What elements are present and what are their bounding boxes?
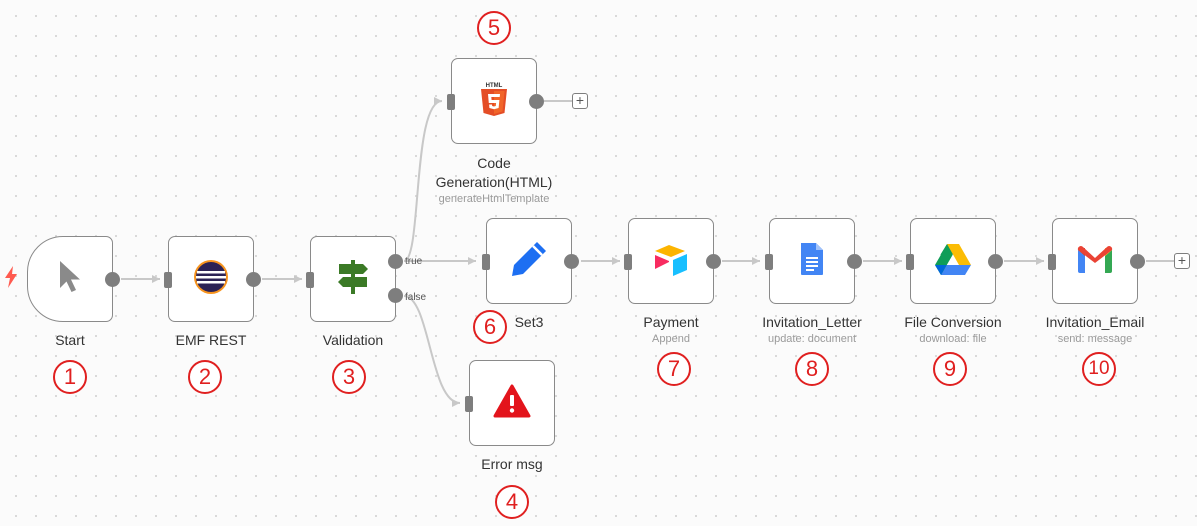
node-label-error-msg: Error msg (481, 456, 543, 472)
gmail-icon (1076, 244, 1114, 279)
node-label-invitation-letter: Invitation_Letter (762, 314, 862, 330)
input-port[interactable] (1048, 254, 1056, 270)
input-port[interactable] (164, 272, 172, 288)
output-port[interactable] (988, 254, 1003, 269)
step-badge-5: 5 (477, 11, 511, 45)
node-subtitle-code: generateHtmlTemplate (438, 193, 550, 205)
signpost-icon (335, 258, 371, 301)
output-port[interactable] (706, 254, 721, 269)
airtable-icon (652, 242, 690, 281)
node-label-code-line2: Generation(HTML) (435, 174, 553, 190)
node-label-validation: Validation (322, 332, 384, 348)
arrowhead (612, 257, 620, 265)
arrowhead (294, 275, 302, 283)
node-subtitle-payment: Append (652, 333, 690, 345)
input-port[interactable] (306, 272, 314, 288)
trigger-bolt-icon (5, 266, 17, 288)
node-code-generation[interactable]: HTML (447, 58, 544, 144)
node-label-invitation-email: Invitation_Email (1045, 314, 1145, 330)
output-port[interactable] (1130, 254, 1145, 269)
node-label-payment: Payment (643, 314, 699, 330)
output-port[interactable] (529, 94, 544, 109)
google-docs-icon (799, 242, 825, 281)
arrowhead (434, 97, 442, 105)
step-badge-1: 1 (53, 360, 87, 394)
input-port[interactable] (447, 94, 455, 110)
step-badge-4: 4 (495, 485, 529, 519)
wire-validation-error (403, 295, 461, 404)
step-badge-8: 8 (795, 352, 829, 386)
add-node-button[interactable]: + (572, 93, 588, 109)
node-subtitle-invitation-email: send: message (1057, 333, 1133, 345)
step-badge-7: 7 (657, 352, 691, 386)
step-badge-9: 9 (933, 352, 967, 386)
input-port[interactable] (465, 396, 473, 412)
node-invitation-email[interactable] (1048, 218, 1145, 304)
svg-text:HTML: HTML (486, 83, 503, 89)
node-subtitle-invitation-letter: update: document (767, 333, 857, 345)
arrowhead (152, 275, 160, 283)
eclipse-icon (192, 258, 230, 301)
pen-icon (509, 239, 549, 284)
node-set3[interactable] (482, 218, 579, 304)
step-badge-6: 6 (473, 310, 507, 344)
node-invitation-letter[interactable] (765, 218, 862, 304)
warning-icon (493, 384, 531, 423)
html5-icon: HTML (479, 81, 509, 122)
node-emf-rest[interactable] (164, 236, 261, 322)
input-port[interactable] (906, 254, 914, 270)
output-port[interactable] (847, 254, 862, 269)
node-validation[interactable] (306, 236, 403, 322)
node-subtitle-file-conversion: download: file (919, 333, 987, 345)
branch-label-true: true (405, 256, 423, 267)
arrowhead (452, 399, 460, 407)
input-port[interactable] (765, 254, 773, 270)
node-label-file-conversion: File Conversion (904, 314, 1002, 330)
node-error-msg[interactable] (465, 360, 555, 446)
node-file-conversion[interactable] (906, 218, 1003, 304)
node-label-start: Start (55, 332, 85, 348)
arrowhead (894, 257, 902, 265)
step-badge-2: 2 (188, 360, 222, 394)
node-start[interactable] (27, 236, 120, 322)
output-port[interactable] (564, 254, 579, 269)
output-port-true[interactable] (388, 254, 403, 269)
add-node-button[interactable]: + (1174, 253, 1190, 269)
google-drive-icon (934, 242, 972, 281)
node-payment[interactable] (624, 218, 721, 304)
wire-validation-code (403, 100, 443, 262)
output-port[interactable] (105, 272, 120, 287)
input-port[interactable] (482, 254, 490, 270)
node-label-code-line1: Code (477, 155, 511, 171)
arrowhead (1036, 257, 1044, 265)
output-port-false[interactable] (388, 288, 403, 303)
input-port[interactable] (624, 254, 632, 270)
cursor-icon (57, 260, 83, 299)
output-port[interactable] (246, 272, 261, 287)
step-badge-3: 3 (332, 360, 366, 394)
node-label-emf-rest: EMF REST (175, 332, 247, 348)
node-label-set3: Set3 (514, 314, 544, 330)
arrowhead (468, 257, 476, 265)
branch-label-false: false (405, 292, 427, 303)
step-badge-10: 10 (1082, 352, 1116, 386)
arrowhead (752, 257, 760, 265)
